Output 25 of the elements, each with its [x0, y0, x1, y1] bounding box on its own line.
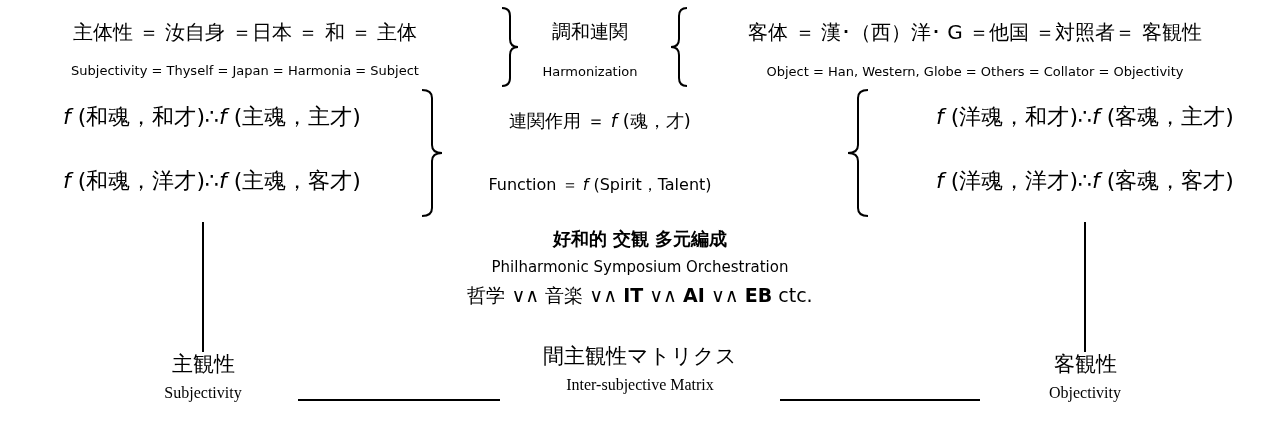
caption-text: Harmonization: [541, 64, 639, 80]
caption-text: Subjectivity: [164, 383, 242, 403]
term-text: 間主観性マトリクス: [543, 344, 737, 370]
formula-text: f (和魂，和才)∴f (主魂，主才): [63, 104, 361, 131]
formula-text: f (洋魂，和才)∴f (客魂，主才): [936, 104, 1234, 131]
heading-text: 調和連関: [551, 20, 629, 43]
caption-text: Inter-subjective Matrix: [566, 375, 714, 395]
term-text: 主観性: [171, 352, 235, 378]
connector-line: [297, 399, 501, 401]
formula-text: Function ＝ f (Spirit，Talent): [487, 175, 713, 195]
heading-text: 主体性 ＝ 汝自身 ＝日本 ＝ 和 ＝ 主体: [71, 20, 419, 44]
caption-text: Objectivity: [1049, 383, 1121, 403]
caption-text: Subjectivity = Thyself = Japan = Harmonia = Subject: [70, 63, 420, 79]
connector-line: [1084, 221, 1086, 353]
formula-text: 哲学 ∨∧ 音楽 ∨∧ IT ∨∧ AI ∨∧ EB ctc.: [466, 284, 814, 307]
formula-text: 連関作用 ＝ f (魂，才): [508, 110, 692, 132]
heading-text: 好和的 交観 多元編成: [551, 228, 729, 250]
formula-text: f (和魂，洋才)∴f (主魂，客才): [63, 168, 361, 195]
caption-text: Object = Han, Western, Globe = Others = Collator = Objectivity: [765, 64, 1185, 80]
heading-text: 客体 ＝ 漢･（西）洋･ G ＝他国 ＝対照者＝ 客観性: [747, 20, 1203, 44]
formula-text: f (洋魂，洋才)∴f (客魂，客才): [936, 168, 1234, 195]
connector-line: [779, 399, 981, 401]
caption-text: Philharmonic Symposium Orchestration: [490, 258, 790, 276]
connector-line: [202, 221, 204, 353]
term-text: 客観性: [1053, 352, 1117, 378]
